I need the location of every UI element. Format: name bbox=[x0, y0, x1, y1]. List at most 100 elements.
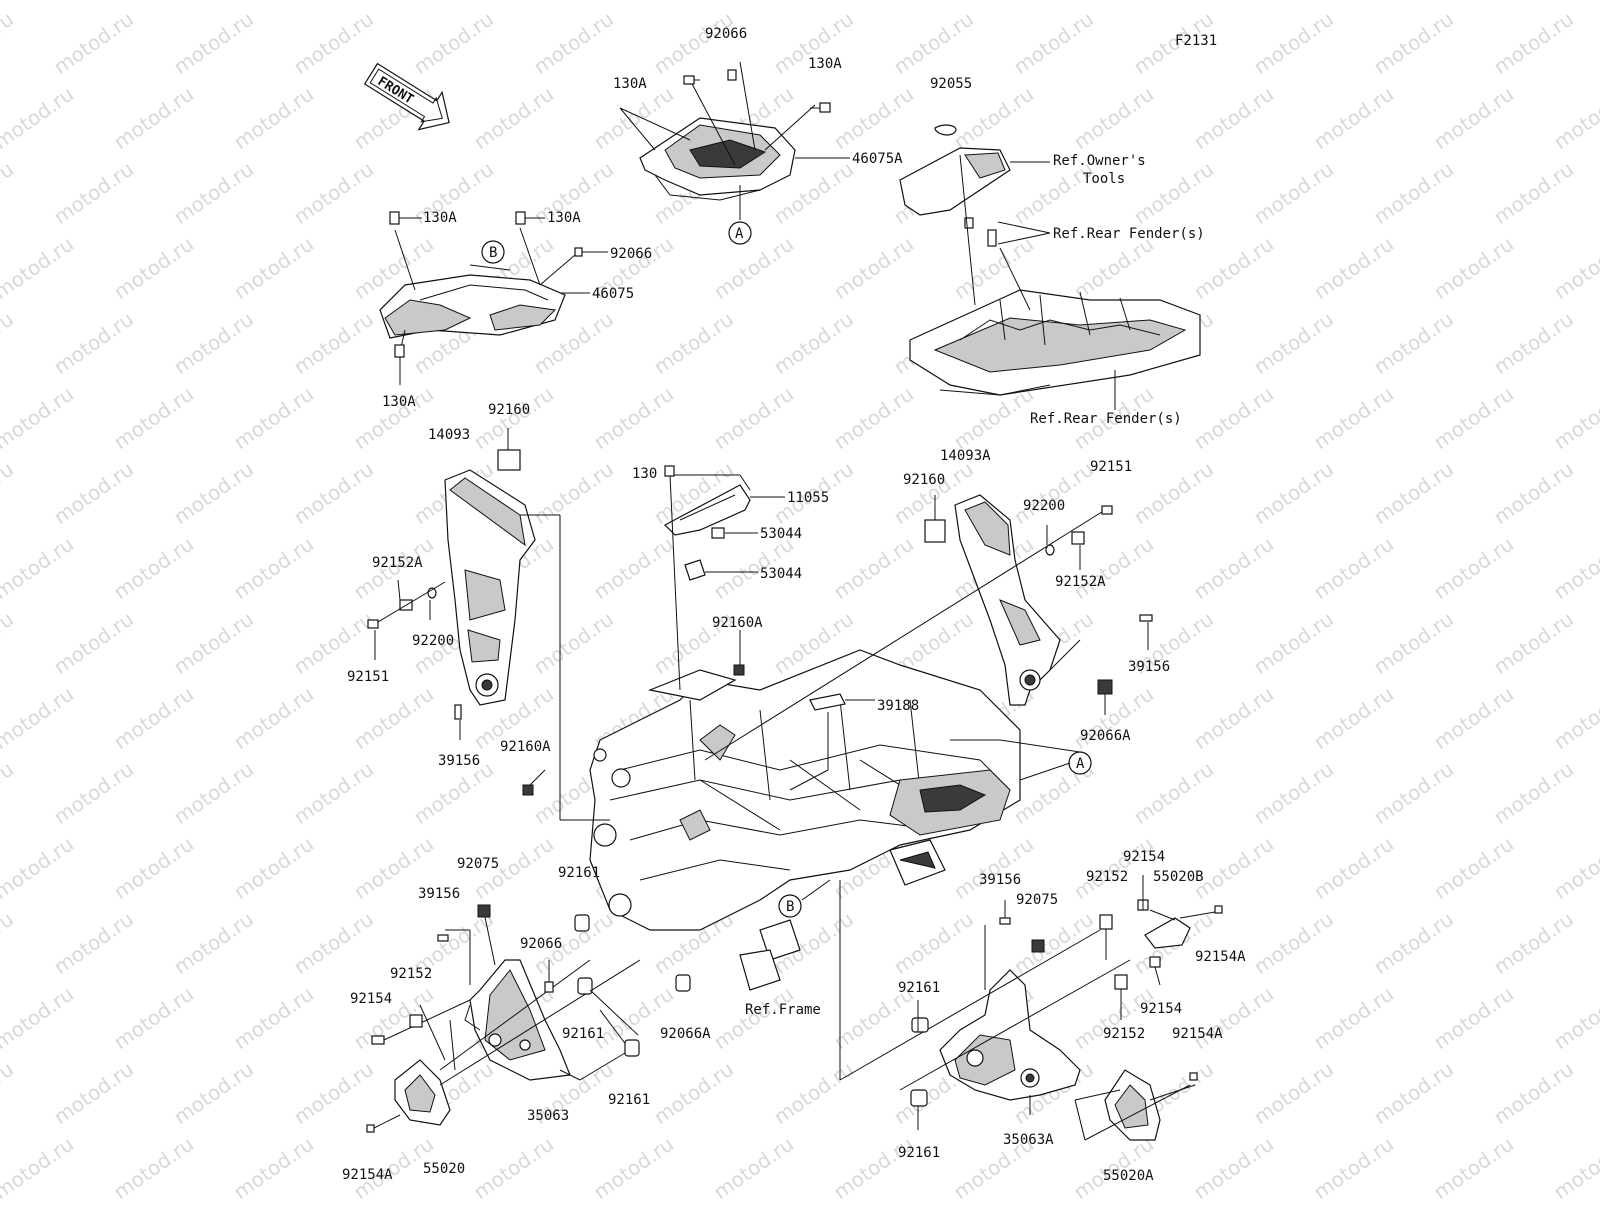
watermark-text: motod.ru bbox=[229, 532, 318, 604]
watermark-text: motod.ru bbox=[1429, 232, 1518, 304]
watermark-text: motod.ru bbox=[1549, 982, 1600, 1054]
watermark-text: motod.ru bbox=[1189, 682, 1278, 754]
pin-39156-bottom-right bbox=[999, 917, 1011, 925]
watermark-text: motod.ru bbox=[109, 832, 198, 904]
callout-labels: 92066 130A 130A 46075A A 92055 Ref.Owner… bbox=[342, 26, 1246, 1184]
watermark-text: motod.ru bbox=[829, 1132, 918, 1200]
bracket-46075 bbox=[379, 274, 566, 339]
watermark-text: motod.ru bbox=[1429, 682, 1518, 754]
watermark-text: motod.ru bbox=[1549, 532, 1600, 604]
label-39188: 39188 bbox=[877, 698, 919, 714]
label-39156: 39156 bbox=[418, 886, 460, 902]
label-55020b: 55020B bbox=[1153, 869, 1204, 885]
bolt-130a-top-left bbox=[683, 75, 700, 85]
watermark-text: motod.ru bbox=[0, 682, 78, 754]
label-130a: 130A bbox=[547, 210, 581, 226]
rear-fender-tray bbox=[909, 289, 1201, 396]
watermark-text: motod.ru bbox=[1309, 0, 1398, 4]
label-ref-rear-fender: Ref.Rear Fender(s) bbox=[1053, 226, 1205, 242]
watermark-text: motod.ru bbox=[1249, 307, 1338, 379]
owners-tools-pouch bbox=[899, 124, 1011, 216]
watermark-text: motod.ru bbox=[109, 82, 198, 154]
watermark-text: motod.ru bbox=[49, 7, 138, 79]
watermark-text: motod.ru bbox=[169, 307, 258, 379]
watermark-text: motod.ru bbox=[169, 1057, 258, 1129]
watermark-text: motod.ru bbox=[589, 382, 678, 454]
label-92151: 92151 bbox=[347, 669, 389, 685]
label-92160: 92160 bbox=[903, 472, 945, 488]
watermark-text: motod.ru bbox=[0, 157, 18, 229]
watermark-text: motod.ru bbox=[1309, 682, 1398, 754]
watermark-text: motod.ru bbox=[169, 157, 258, 229]
watermark-text: motod.ru bbox=[109, 982, 198, 1054]
watermark-text: motod.ru bbox=[769, 1057, 858, 1129]
watermark-text: motod.ru bbox=[1009, 7, 1098, 79]
label-92152: 92152 bbox=[1086, 869, 1128, 885]
label-92066a: 92066A bbox=[1080, 728, 1131, 744]
heel-guard-55020b bbox=[1144, 917, 1191, 949]
bolt-130a-left-1 bbox=[389, 211, 422, 225]
washer-92066-left bbox=[574, 247, 608, 257]
grommet-92160a-left bbox=[522, 784, 534, 796]
watermark-text: motod.ru bbox=[0, 0, 78, 4]
watermark-text: motod.ru bbox=[1369, 607, 1458, 679]
watermark-text: motod.ru bbox=[109, 532, 198, 604]
watermark-text: motod.ru bbox=[829, 382, 918, 454]
label-92161: 92161 bbox=[898, 980, 940, 996]
watermark-text: motod.ru bbox=[0, 457, 18, 529]
watermark-text: motod.ru bbox=[289, 1057, 378, 1129]
label-130a: 130A bbox=[613, 76, 647, 92]
watermark-text: motod.ru bbox=[0, 1057, 18, 1129]
watermark-text: motod.ru bbox=[1429, 832, 1518, 904]
label-92154: 92154 bbox=[350, 991, 392, 1007]
label-39156: 39156 bbox=[979, 872, 1021, 888]
watermark-text: motod.ru bbox=[1189, 232, 1278, 304]
watermark-text: motod.ru bbox=[109, 1132, 198, 1200]
label-ref-owners-tools: Ref.Owner's bbox=[1053, 153, 1146, 169]
washer-92066-bottom bbox=[544, 981, 554, 993]
watermark-text: motod.ru bbox=[229, 232, 318, 304]
watermark-text: motod.ru bbox=[829, 532, 918, 604]
grommet-92066a-right bbox=[1097, 679, 1113, 695]
label-55020a: 55020A bbox=[1103, 1168, 1154, 1184]
watermark-text: motod.ru bbox=[1369, 1057, 1458, 1129]
watermark-text: motod.ru bbox=[1549, 382, 1600, 454]
watermark-text: motod.ru bbox=[49, 307, 138, 379]
watermark-text: motod.ru bbox=[229, 832, 318, 904]
watermark-text: motod.ru bbox=[1069, 982, 1158, 1054]
bolt-130 bbox=[664, 465, 675, 477]
label-92161: 92161 bbox=[562, 1026, 604, 1042]
watermark-text: motod.ru bbox=[709, 0, 798, 4]
watermark-text: motod.ru bbox=[1189, 532, 1278, 604]
label-92200: 92200 bbox=[412, 633, 454, 649]
label-92152a: 92152A bbox=[372, 555, 423, 571]
watermark-text: motod.ru bbox=[229, 0, 318, 4]
label-92066: 92066 bbox=[705, 26, 747, 42]
watermark-text: motod.ru bbox=[1249, 757, 1338, 829]
grommet-92066a-bottom bbox=[675, 974, 691, 992]
watermark-text: motod.ru bbox=[349, 0, 438, 4]
collar-92152-left bbox=[409, 1014, 423, 1028]
watermark-text: motod.ru bbox=[709, 382, 798, 454]
watermark-text: motod.ru bbox=[1549, 682, 1600, 754]
bolt-92154-r2 bbox=[1149, 956, 1161, 968]
label-92160a: 92160A bbox=[500, 739, 551, 755]
label-92161: 92161 bbox=[558, 865, 600, 881]
label-92066: 92066 bbox=[520, 936, 562, 952]
side-cover-14093 bbox=[444, 469, 536, 706]
watermark-text: motod.ru bbox=[1549, 832, 1600, 904]
watermark-text: motod.ru bbox=[349, 382, 438, 454]
bushing-92161-a bbox=[574, 914, 590, 932]
pin-39156-right bbox=[1139, 614, 1153, 622]
watermark-text: motod.ru bbox=[49, 607, 138, 679]
watermark-text: motod.ru bbox=[289, 7, 378, 79]
bolt-130a-bottom bbox=[394, 344, 405, 385]
watermark-text: motod.ru bbox=[649, 307, 738, 379]
bolt-92151-right bbox=[1101, 505, 1113, 515]
watermark-text: motod.ru bbox=[109, 232, 198, 304]
footpeg-bracket-35063a bbox=[939, 969, 1081, 1101]
watermark-text: motod.ru bbox=[289, 757, 378, 829]
watermark-text: motod.ru bbox=[709, 1132, 798, 1200]
grommet-92075-right bbox=[1031, 939, 1045, 953]
